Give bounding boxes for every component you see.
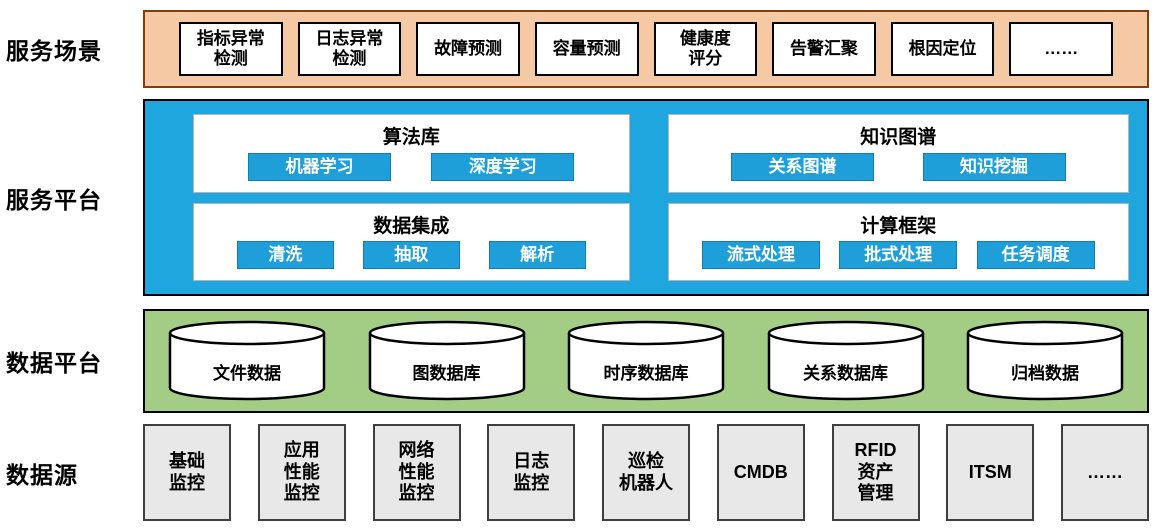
source-box-npm: 网络 性能 监控: [372, 424, 461, 521]
database-cylinder-icon: [567, 320, 725, 401]
layer-label-service-scenarios: 服务场景: [6, 38, 102, 64]
database-cylinder-icon: [767, 320, 924, 401]
database-label: 归档数据: [1011, 363, 1079, 383]
database-cylinder-archive: 归档数据: [965, 320, 1125, 402]
tag-machine-learning: 机器学习: [248, 152, 392, 181]
database-cylinder-icon: [368, 320, 525, 401]
scenario-box-alarm-aggregation: 告警汇聚: [772, 22, 876, 76]
tag-deep-learning: 深度学习: [431, 152, 575, 181]
source-box-log-monitoring: 日志 监控: [487, 424, 576, 521]
source-box-cmdb: CMDB: [716, 424, 805, 521]
panel-button-row: 清洗 抽取 解析: [194, 238, 629, 281]
tag-relation-graph: 关系图谱: [731, 152, 874, 181]
scenario-box-log-anomaly: 日志异常 检测: [297, 22, 402, 76]
database-cylinder-icon: [966, 320, 1124, 401]
panel-button-row: 机器学习 深度学习: [194, 149, 629, 192]
tag-stream-processing: 流式处理: [701, 241, 820, 270]
source-box-inspection-robot: 巡检 机器人: [602, 424, 690, 521]
database-label: 时序数据库: [603, 363, 689, 383]
scenario-box-health-score: 健康度 评分: [653, 22, 758, 76]
panel-knowledge-graph: 知识图谱 关系图谱 知识挖掘: [667, 114, 1129, 193]
tag-task-scheduling: 任务调度: [976, 241, 1095, 270]
scenario-box-capacity-prediction: 容量预测: [534, 22, 639, 76]
panel-data-integration: 数据集成 清洗 抽取 解析: [193, 202, 630, 281]
data-platform-band: 文件数据 图数据库 时序数据库 关系数据库: [143, 309, 1149, 413]
tag-batch-processing: 批式处理: [839, 241, 958, 270]
scenario-box-fault-prediction: 故障预测: [416, 22, 520, 76]
panel-title: 计算框架: [860, 215, 937, 237]
source-box-rfid-asset: RFID 资产 管理: [831, 424, 920, 521]
scenario-box-metric-anomaly: 指标异常 检测: [179, 22, 283, 76]
data-sources-row: 基础 监控 应用 性能 监控 网络 性能 监控 日志 监控 巡检 机器人 CMD…: [143, 424, 1149, 521]
source-box-itsm: ITSM: [946, 424, 1035, 521]
panel-button-row: 流式处理 批式处理 任务调度: [669, 238, 1129, 281]
layer-label-data-sources: 数据源: [6, 461, 78, 488]
tag-parsing: 解析: [488, 241, 586, 270]
panel-computing-framework: 计算框架 流式处理 批式处理 任务调度: [667, 202, 1129, 281]
panel-title: 数据集成: [373, 215, 450, 237]
database-cylinder-graph: 图数据库: [367, 320, 527, 402]
service-platform-band: 算法库 机器学习 深度学习 知识图谱 关系图谱 知识挖掘 数据集成 清洗 抽取 …: [143, 99, 1149, 296]
database-cylinder-icon: [168, 320, 326, 401]
database-label: 文件数据: [213, 363, 281, 383]
source-box-more: ……: [1061, 424, 1149, 521]
database-cylinder-file: 文件数据: [167, 320, 327, 402]
panel-button-row: 关系图谱 知识挖掘: [669, 149, 1129, 192]
tag-extraction: 抽取: [362, 241, 460, 270]
database-cylinder-relational: 关系数据库: [766, 320, 926, 402]
layer-label-service-platform: 服务平台: [6, 186, 102, 213]
database-label: 图数据库: [412, 363, 481, 383]
panel-title: 知识图谱: [860, 127, 937, 148]
scenario-box-more: ……: [1009, 22, 1113, 76]
source-box-apm: 应用 性能 监控: [257, 424, 346, 521]
database-cylinder-timeseries: 时序数据库: [566, 320, 726, 402]
scenario-box-root-cause: 根因定位: [890, 22, 995, 76]
panel-title: 算法库: [382, 127, 440, 148]
tag-cleaning: 清洗: [236, 241, 334, 270]
service-scenarios-band: 指标异常 检测 日志异常 检测 故障预测 容量预测 健康度 评分 告警汇聚 根因…: [143, 10, 1149, 88]
panel-algorithm-library: 算法库 机器学习 深度学习: [193, 114, 630, 193]
tag-knowledge-mining: 知识挖掘: [922, 152, 1066, 181]
layer-label-data-platform: 数据平台: [6, 350, 102, 376]
database-label: 关系数据库: [803, 363, 888, 383]
source-box-basic-monitoring: 基础 监控: [143, 424, 231, 521]
